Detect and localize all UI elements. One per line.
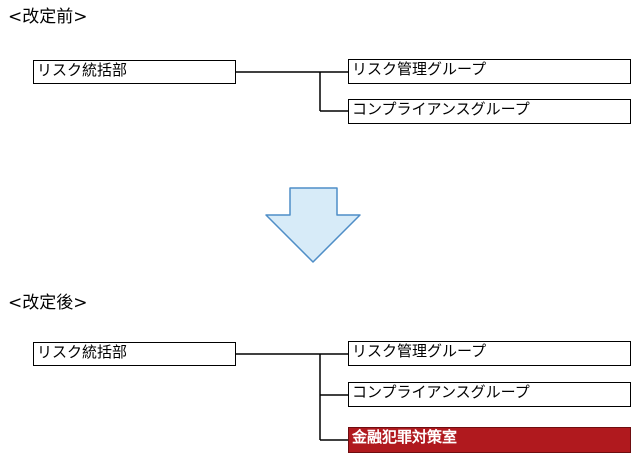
after-child-compliance: コンプライアンスグループ [348, 382, 631, 407]
before-parent-box: リスク統括部 [33, 60, 236, 84]
before-section-label: <改定前> [8, 7, 88, 27]
after-child-risk-management: リスク管理グループ [348, 341, 631, 366]
before-child-risk-management: リスク管理グループ [348, 59, 631, 84]
before-child-compliance: コンプライアンスグループ [348, 99, 631, 124]
after-section-label: <改定後> [8, 293, 88, 313]
down-arrow-icon [265, 187, 361, 263]
after-child-financial-crime-office: 金融犯罪対策室 [348, 427, 631, 453]
after-parent-box: リスク統括部 [33, 342, 236, 366]
